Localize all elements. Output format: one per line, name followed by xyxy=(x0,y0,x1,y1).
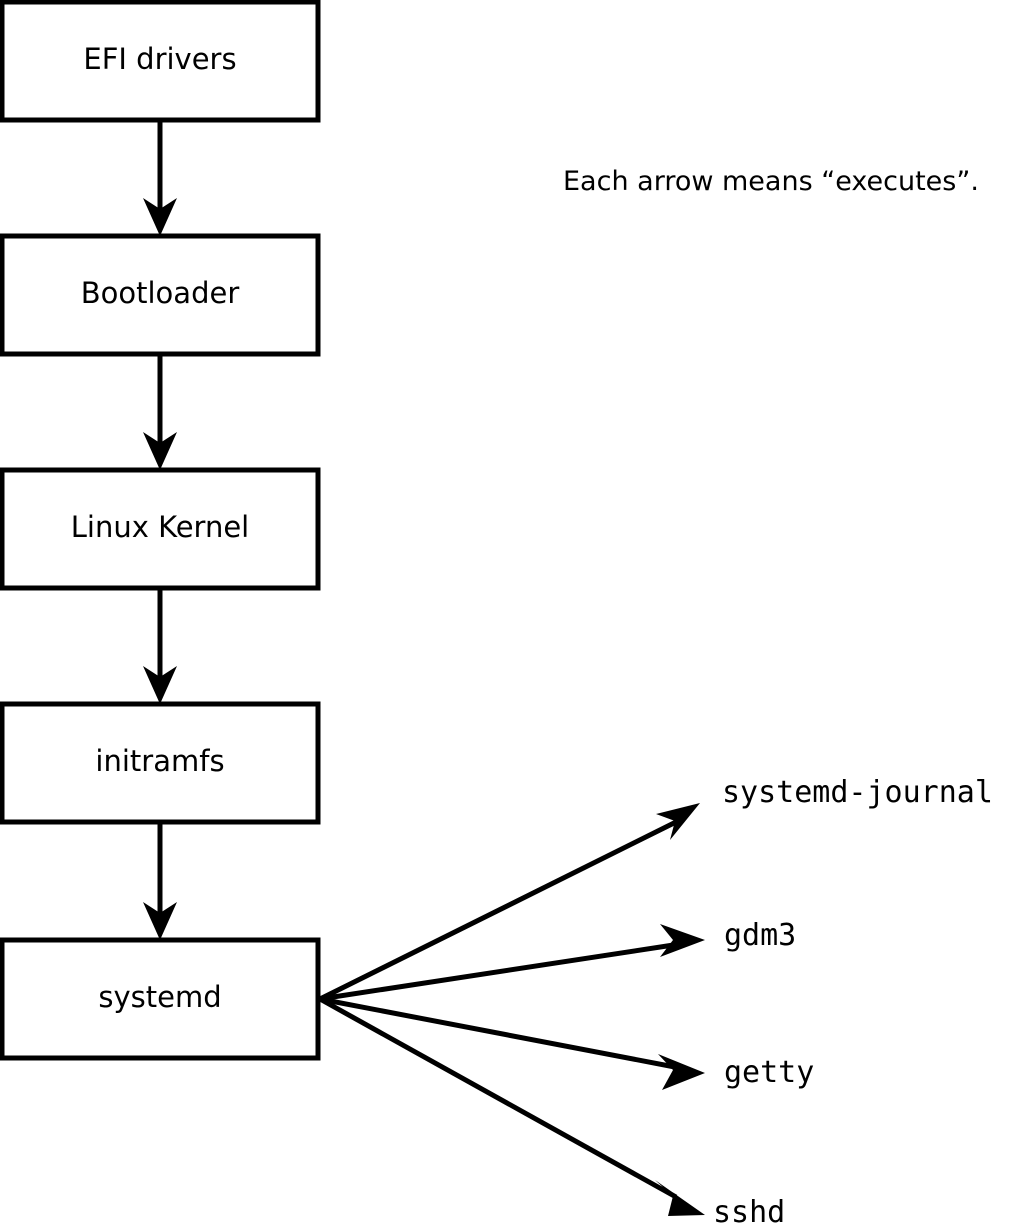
node-label: systemd xyxy=(98,980,221,1014)
edge-systemd-to-sshd xyxy=(318,996,705,1216)
node-label: Linux Kernel xyxy=(71,510,249,544)
service-edges xyxy=(318,803,705,1216)
arrow-head-down-icon xyxy=(143,666,177,704)
edge-systemd-to-getty xyxy=(319,996,705,1090)
arrow-head-down-icon xyxy=(143,902,177,940)
edge-line xyxy=(319,941,681,1002)
arrow-head-down-icon xyxy=(143,198,177,236)
arrow-head-down-icon xyxy=(143,432,177,470)
edge-kernel-to-initramfs xyxy=(143,588,177,704)
edge-systemd-to-gdm3 xyxy=(319,924,705,1002)
edge-efi-to-bootloader xyxy=(143,120,177,236)
service-label-getty: getty xyxy=(724,1055,814,1090)
node-initramfs[interactable]: initramfs xyxy=(0,701,321,825)
arrow-head-icon xyxy=(655,1180,705,1216)
node-box xyxy=(0,937,321,1061)
edge-systemd-to-systemd-journal xyxy=(318,803,700,1002)
edge-line xyxy=(318,996,678,1200)
node-label: Bootloader xyxy=(81,276,240,310)
arrow-head-icon xyxy=(660,924,705,957)
arrow-head-icon xyxy=(658,1054,705,1090)
node-bootloader[interactable]: Bootloader xyxy=(0,233,321,357)
chain-edges xyxy=(143,120,177,940)
node-efi-drivers[interactable]: EFI drivers xyxy=(0,0,321,123)
edge-initramfs-to-systemd xyxy=(143,822,177,940)
chain-boxes: EFI drivers Bootloader Linux Kernel init… xyxy=(0,0,321,1061)
node-linux-kernel[interactable]: Linux Kernel xyxy=(0,467,321,591)
node-systemd[interactable]: systemd xyxy=(0,937,321,1061)
service-label-gdm3: gdm3 xyxy=(724,918,796,953)
legend-note: Each arrow means “executes”. xyxy=(563,166,979,197)
edge-line xyxy=(318,819,678,1002)
node-box xyxy=(0,701,321,825)
edge-line xyxy=(319,996,681,1071)
node-box xyxy=(0,467,321,591)
node-box xyxy=(0,233,321,357)
node-label: initramfs xyxy=(95,744,224,778)
node-label: EFI drivers xyxy=(83,42,236,76)
arrow-head-icon xyxy=(656,803,700,840)
node-box xyxy=(0,0,321,123)
service-labels: systemd-journal gdm3 getty sshd xyxy=(713,775,993,1230)
edge-bootloader-to-kernel xyxy=(143,354,177,470)
service-label-systemd-journal: systemd-journal xyxy=(722,775,993,810)
service-label-sshd: sshd xyxy=(713,1195,785,1230)
